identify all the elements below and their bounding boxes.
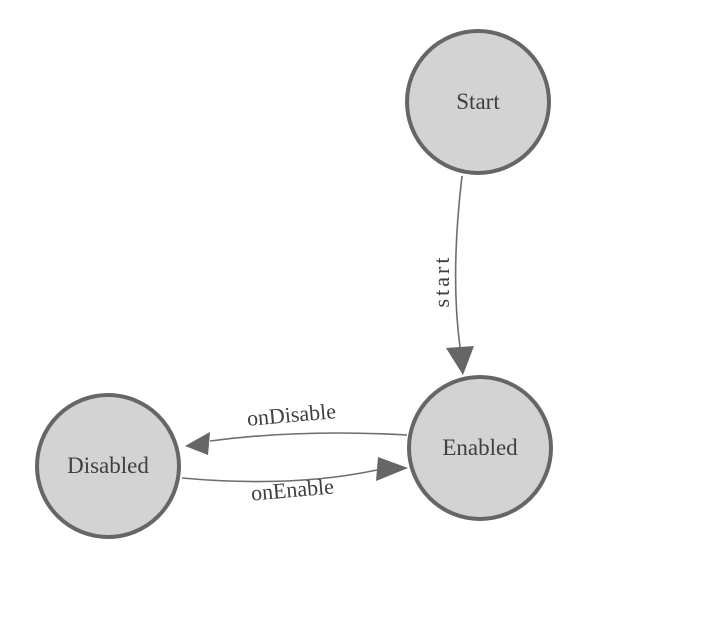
state-node-enabled-circle[interactable] — [407, 375, 553, 521]
transition-label-start: start — [429, 255, 454, 308]
transition-start-to-enabled[interactable]: start — [429, 175, 474, 375]
arrowhead-right-icon[interactable] — [376, 457, 408, 481]
transition-enabled-to-disabled[interactable]: onDisable — [185, 398, 408, 455]
state-node-start-circle[interactable] — [405, 29, 551, 175]
state-label-enabled: Enabled — [442, 435, 518, 460]
state-label-start: Start — [456, 89, 500, 114]
transition-label-onEnable: onEnable — [250, 473, 335, 505]
transition-start-to-enabled-line[interactable] — [454, 175, 463, 348]
state-label-disabled: Disabled — [67, 453, 149, 478]
transition-enabled-to-disabled-line[interactable] — [209, 432, 408, 442]
state-node-start[interactable]: Start — [405, 29, 551, 175]
state-node-disabled[interactable]: Disabled — [35, 393, 181, 539]
transition-disabled-to-enabled-line[interactable] — [181, 469, 378, 483]
arrowhead-left-icon[interactable] — [185, 432, 210, 455]
arrowhead-down-icon[interactable] — [446, 346, 474, 375]
transition-disabled-to-enabled[interactable]: onEnable — [181, 457, 408, 506]
state-node-disabled-circle[interactable] — [35, 393, 181, 539]
state-node-enabled[interactable]: Enabled — [407, 375, 553, 521]
transition-label-onDisable: onDisable — [246, 398, 337, 431]
